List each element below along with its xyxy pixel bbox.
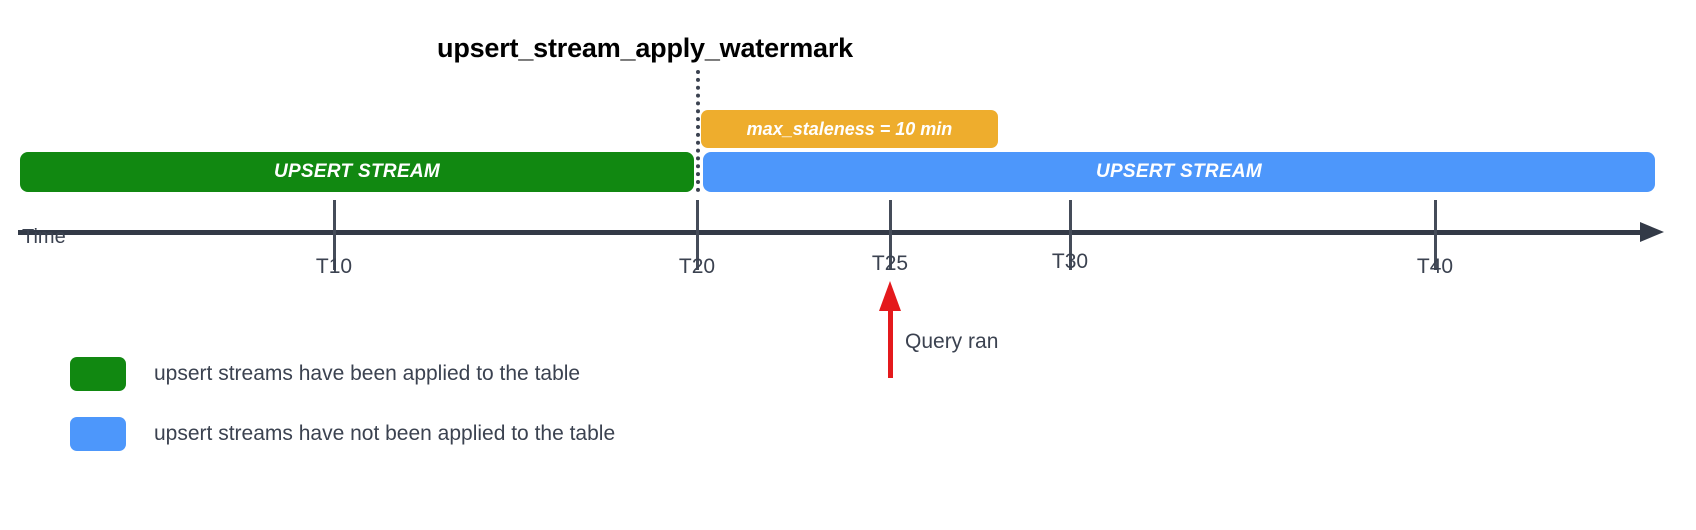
query-ran-arrow-icon [879,281,901,311]
max-staleness-box: max_staleness = 10 min [701,110,998,148]
time-axis-arrow-icon [1640,222,1664,242]
axis-tick-label-t30: T30 [1051,250,1089,273]
axis-tick-t25 [889,200,892,270]
axis-tick-t20 [696,200,699,270]
legend-label-applied: upsert streams have been applied to the … [154,362,581,385]
upsert-stream-bar-not-applied-label: UPSERT STREAM [1095,161,1263,182]
axis-tick-label-t20: T20 [678,255,716,278]
axis-tick-label-t10: T10 [315,255,353,278]
axis-tick-t30 [1069,200,1072,270]
axis-tick-t40 [1434,200,1437,270]
legend-swatch-blue [70,417,126,451]
axis-tick-label-t25: T25 [871,252,909,275]
upsert-stream-bar-applied-label: UPSERT STREAM [273,161,441,182]
query-ran-arrow-shaft [888,310,893,378]
query-ran-label: Query ran [905,330,999,353]
upsert-stream-bar-applied: UPSERT STREAM [20,152,694,192]
legend-swatch-green [70,357,126,391]
legend-item-not-applied: upsert streams have not been applied to … [70,417,615,451]
axis-tick-label-t40: T40 [1416,255,1454,278]
time-axis-line [18,230,1656,235]
upsert-stream-bar-not-applied: UPSERT STREAM [703,152,1655,192]
page-title: upsert_stream_apply_watermark [437,33,853,63]
max-staleness-label: max_staleness = 10 min [746,118,953,139]
axis-tick-t10 [333,200,336,270]
legend-item-applied: upsert streams have been applied to the … [70,357,580,391]
legend-label-not-applied: upsert streams have not been applied to … [154,422,616,445]
watermark-dotted-line [696,70,700,192]
time-axis-caption: Time [22,226,66,248]
